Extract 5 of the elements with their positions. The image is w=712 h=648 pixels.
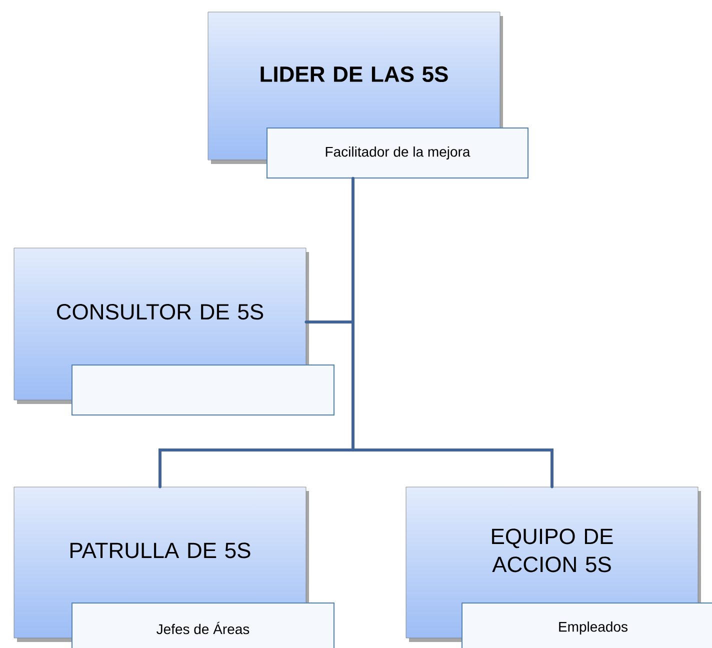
empty-box [72,364,334,416]
subtitle-box: Empleados [462,602,712,648]
subtitle-box: Jefes de Áreas [72,602,334,648]
subtitle-box: Facilitador de la mejora [266,128,528,178]
connector-line [352,177,554,488]
